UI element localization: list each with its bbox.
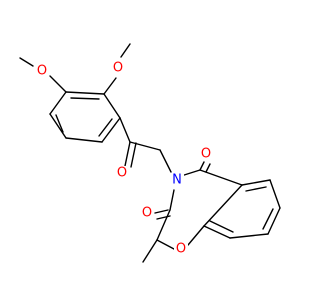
- bond-n-c5: [180, 169, 201, 177]
- bond-ring2-a: [203, 184, 243, 227]
- bond-c5-o-double-2: [205, 163, 211, 173]
- label-bg-n-ring: [170, 173, 184, 187]
- atom-o-lactam-top: O: [201, 147, 211, 162]
- bond-ring2-e: [229, 233, 269, 239]
- molecule-svg: O O O N O O O: [19, 43, 281, 263]
- label-bg-o-methoxy-a: [35, 64, 49, 78]
- bond-ring2-d: [267, 207, 281, 235]
- atom-o-methoxy-a: O: [37, 64, 47, 79]
- label-bg-o-lactam-left: [140, 206, 154, 220]
- atom-labels-layer: O O O N O O O: [35, 61, 213, 257]
- bond-carbonyl-ch2: [129, 141, 161, 151]
- bond-ch2-n: [159, 149, 172, 173]
- bond-ketone-double-2: [130, 142, 137, 168]
- bond-ring1-a: [65, 91, 105, 95]
- bond-ring2-inner-3: [209, 220, 234, 233]
- label-bg-o-ketone: [115, 166, 129, 180]
- bond-ring1-f: [49, 91, 67, 115]
- bond-ring-to-carbonyl: [119, 117, 131, 143]
- label-bg-o-methoxy-b: [111, 61, 125, 75]
- bond-c3-o-double-1: [154, 209, 169, 214]
- bond-ketone-double-1: [124, 141, 131, 167]
- bond-ring2-f: [203, 225, 231, 239]
- bonds-layer: [19, 43, 281, 263]
- atom-n-ring: N: [172, 173, 182, 188]
- bond-ring1-e: [49, 113, 67, 139]
- bond-ring1-inner-1: [70, 97, 100, 100]
- bond-ring2-inner-1: [245, 186, 267, 192]
- label-bg-o-ring: [174, 242, 188, 256]
- bond-o-b-ring: [103, 77, 117, 95]
- bond-ring2-b: [241, 179, 271, 186]
- bond-c3-o-double-2: [156, 215, 171, 220]
- bond-o-aryl: [187, 225, 205, 246]
- bond-ring1-c: [101, 117, 121, 143]
- bond-ring1-b: [103, 93, 121, 119]
- bond-ring2-inner-2: [262, 208, 274, 230]
- bond-methyl-b-o: [120, 43, 131, 58]
- bond-ring1-inner-2: [98, 118, 113, 137]
- atom-o-ring: O: [176, 242, 186, 257]
- bond-ring1-inner-3: [55, 114, 64, 133]
- bond-c2-methyl: [142, 239, 158, 263]
- bond-c3-c2: [156, 209, 171, 241]
- bond-n-c3: [169, 189, 175, 211]
- atom-o-lactam-left: O: [142, 206, 152, 221]
- bond-ring2-c: [269, 179, 281, 209]
- molecule-structure-diagram: O O O N O O O: [19, 43, 281, 263]
- label-bg-o-lactam-top: [199, 147, 213, 161]
- bond-methyl-a-o: [19, 57, 34, 67]
- bond-o-a-ring: [49, 75, 67, 93]
- bond-c2-o: [156, 239, 175, 250]
- atom-o-ketone: O: [117, 166, 127, 181]
- bond-ring1-d: [65, 137, 103, 143]
- bond-c5-o-double-1: [199, 161, 205, 171]
- bond-c5-aryl: [199, 169, 243, 186]
- atom-o-methoxy-b: O: [113, 61, 123, 76]
